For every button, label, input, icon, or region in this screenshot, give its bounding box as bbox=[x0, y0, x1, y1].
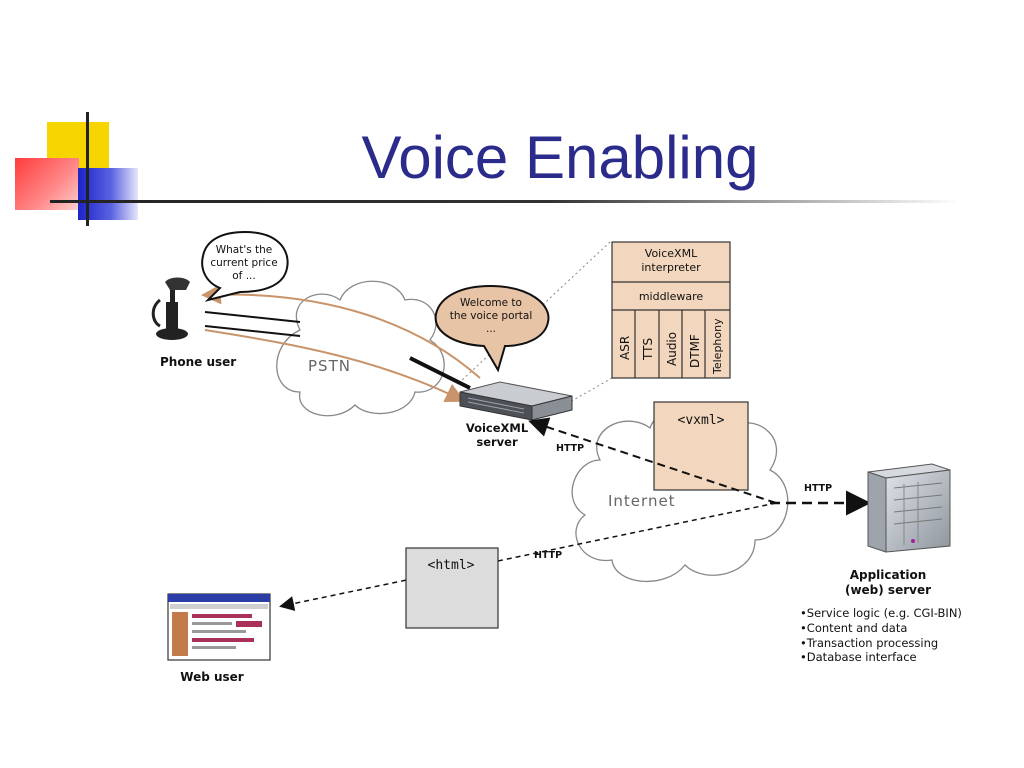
phone-user-bubble: What's the current price of ... bbox=[201, 230, 289, 302]
phone-bubble-line-1: What's the bbox=[216, 244, 273, 256]
stack-module-asr: ASR bbox=[618, 336, 632, 360]
signal-arrow-to-server bbox=[204, 329, 466, 402]
stack-module-dtmf: DTMF bbox=[688, 334, 702, 368]
voicexml-server-icon bbox=[459, 381, 573, 421]
signal-arrow-to-phone bbox=[201, 284, 481, 379]
stack-interpreter-line-2: interpreter bbox=[641, 261, 701, 274]
phone-icon bbox=[151, 277, 190, 340]
app-feature-2: •Content and data bbox=[800, 621, 907, 635]
greeting-line-1: Welcome to bbox=[460, 297, 522, 309]
vxml-document: <vxml> bbox=[653, 401, 749, 491]
app-feature-3: •Transaction processing bbox=[800, 636, 938, 650]
stack-interpreter-line-1: VoiceXML bbox=[645, 247, 698, 260]
phone-bubble-line-3: of ... bbox=[232, 270, 255, 282]
title-rule bbox=[50, 200, 960, 203]
internet-label: Internet bbox=[608, 492, 676, 510]
http-label-server: HTTP bbox=[556, 443, 584, 454]
http-link-web bbox=[279, 502, 777, 611]
http-link-server bbox=[528, 417, 777, 504]
stack-module-telephony: Telephony bbox=[711, 318, 724, 375]
stack-leader-bottom bbox=[569, 377, 613, 403]
html-doc-label: <html> bbox=[428, 558, 475, 573]
app-server-icon bbox=[867, 463, 951, 553]
phone-line-mid bbox=[204, 325, 301, 337]
phone-line-top bbox=[204, 311, 301, 323]
stack-module-audio: Audio bbox=[665, 332, 679, 366]
web-user-label: Web user bbox=[180, 670, 244, 684]
app-server-label-2: (web) server bbox=[845, 583, 931, 597]
app-feature-4: •Database interface bbox=[800, 650, 917, 664]
vxml-doc-label: <vxml> bbox=[678, 413, 725, 428]
slide-title: Voice Enabling bbox=[361, 124, 759, 191]
voicexml-server-label-1: VoiceXML bbox=[466, 421, 529, 435]
stack-middleware: middleware bbox=[639, 290, 704, 303]
trunk-line bbox=[409, 356, 471, 390]
app-server-label-1: Application bbox=[850, 568, 927, 582]
pstn-label: PSTN bbox=[308, 357, 351, 375]
phone-bubble-line-2: current price bbox=[210, 257, 277, 269]
pstn-cloud: PSTN bbox=[276, 280, 445, 417]
phone-user-label: Phone user bbox=[160, 355, 236, 369]
app-feature-1: •Service logic (e.g. CGI-BIN) bbox=[800, 606, 962, 620]
greeting-line-2: the voice portal bbox=[450, 310, 533, 322]
voicexml-server-label-2: server bbox=[476, 435, 518, 449]
stack-module-tts: TTS bbox=[641, 338, 655, 361]
web-browser-icon bbox=[167, 593, 271, 661]
http-label-app: HTTP bbox=[804, 483, 832, 494]
html-document: <html> bbox=[405, 547, 499, 629]
stack-leader-top bbox=[459, 241, 611, 383]
greeting-bubble: Welcome to the voice portal ... bbox=[434, 284, 550, 373]
voicexml-stack: VoiceXML interpreter middleware ASR TTS … bbox=[611, 241, 731, 379]
http-label-web: HTTP bbox=[534, 550, 562, 561]
greeting-line-3: ... bbox=[486, 323, 496, 335]
deco-vertical-line bbox=[86, 112, 89, 226]
